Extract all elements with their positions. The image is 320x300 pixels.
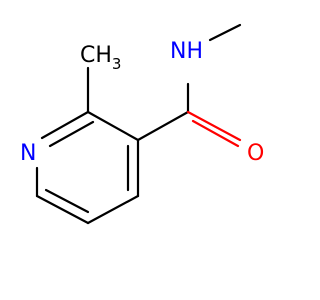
bond-carbonyl-o [186, 110, 242, 142]
bond-c4-c5 [86, 194, 140, 225]
structure-canvas: CH3 NH N O [20, 23, 265, 225]
bond-carbonyl-o-double [191, 119, 240, 148]
bond-c2-n1-inner [48, 120, 95, 148]
bond-c2-c3 [86, 110, 140, 142]
bond-n-methyl [208, 23, 242, 42]
ring-nitrogen-label: N [20, 141, 36, 166]
methyl-label: CH3 [80, 43, 121, 73]
bond-c5-c6 [35, 194, 90, 225]
bond-c3-carbonyl [136, 110, 190, 142]
amide-nh-label: NH [170, 39, 203, 64]
structure-drawing: CH3 NH N O [20, 23, 264, 225]
carbonyl-oxygen-label: O [247, 141, 264, 166]
bond-c5-c6-inner [44, 188, 90, 214]
bond-c2-n1 [40, 110, 90, 140]
